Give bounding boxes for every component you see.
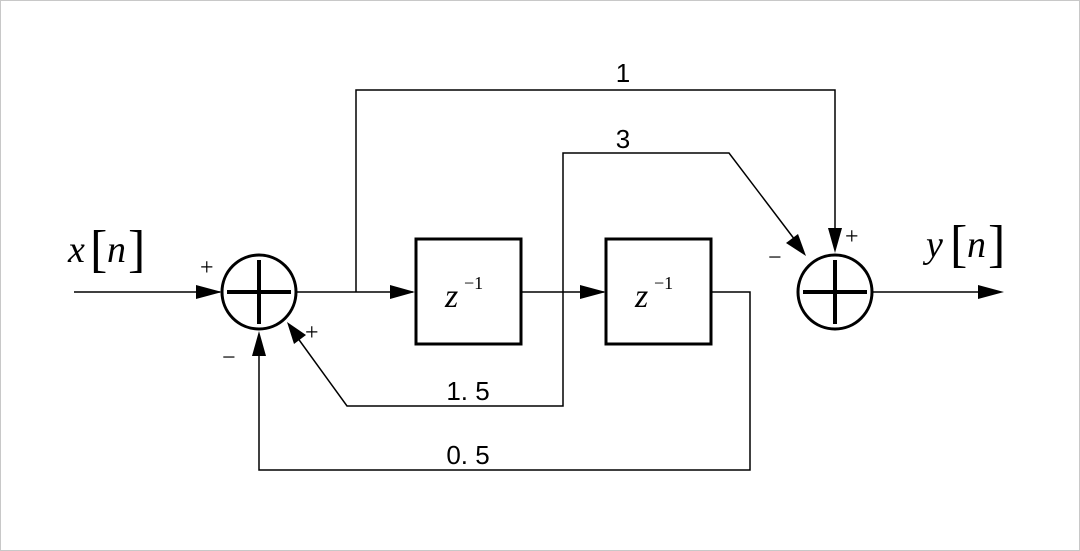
sum1-feedback1-sign: + <box>305 320 319 346</box>
feedback-delay1-path <box>296 292 564 407</box>
input-right-bracket: ] <box>128 221 145 278</box>
feedforward-direct-gain: 1 <box>616 58 630 88</box>
output-arrowhead <box>978 285 1004 299</box>
delay2-exponent: −1 <box>654 273 673 293</box>
delay2-input-arrowhead <box>580 285 606 299</box>
output-signal-name: y <box>922 224 943 266</box>
output-left-bracket: [ <box>950 216 967 273</box>
feedback-delay1-arrowhead <box>287 322 306 344</box>
input-signal-index: n <box>107 229 126 271</box>
sum2-delay1-sign: − <box>768 245 782 271</box>
feedback-delay2-gain: 0. 5 <box>446 440 489 470</box>
input-arrowhead <box>196 285 222 299</box>
feedforward-delay1-gain: 3 <box>616 124 630 154</box>
delay2-base: z <box>634 278 648 315</box>
feedback-delay1-gain: 1. 5 <box>446 376 489 406</box>
summing-junction-2 <box>796 253 874 331</box>
summing-junction-1 <box>220 253 298 331</box>
sum2-direct-sign: + <box>845 224 859 250</box>
input-signal-name: x <box>67 229 85 271</box>
delay1-input-arrowhead <box>390 285 415 299</box>
delay1-base: z <box>444 278 458 315</box>
input-signal-label: x [ n ] <box>67 221 145 278</box>
feedforward-direct-path <box>355 89 836 292</box>
sum1-feedback2-sign: − <box>222 345 236 371</box>
output-signal-label: y [ n ] <box>922 216 1005 273</box>
sum1-input-sign: + <box>200 255 214 281</box>
output-signal-index: n <box>967 224 986 266</box>
feedback-delay2-path <box>258 291 751 471</box>
feedforward-direct-arrowhead <box>828 228 842 253</box>
feedback-delay2-arrowhead <box>252 331 266 356</box>
input-left-bracket: [ <box>90 221 107 278</box>
feedforward-delay1-path <box>562 152 796 292</box>
output-right-bracket: ] <box>988 216 1005 273</box>
delay1-exponent: −1 <box>464 273 483 293</box>
feedforward-delay1-arrowhead <box>786 234 806 256</box>
delay-block-1 <box>414 237 523 346</box>
